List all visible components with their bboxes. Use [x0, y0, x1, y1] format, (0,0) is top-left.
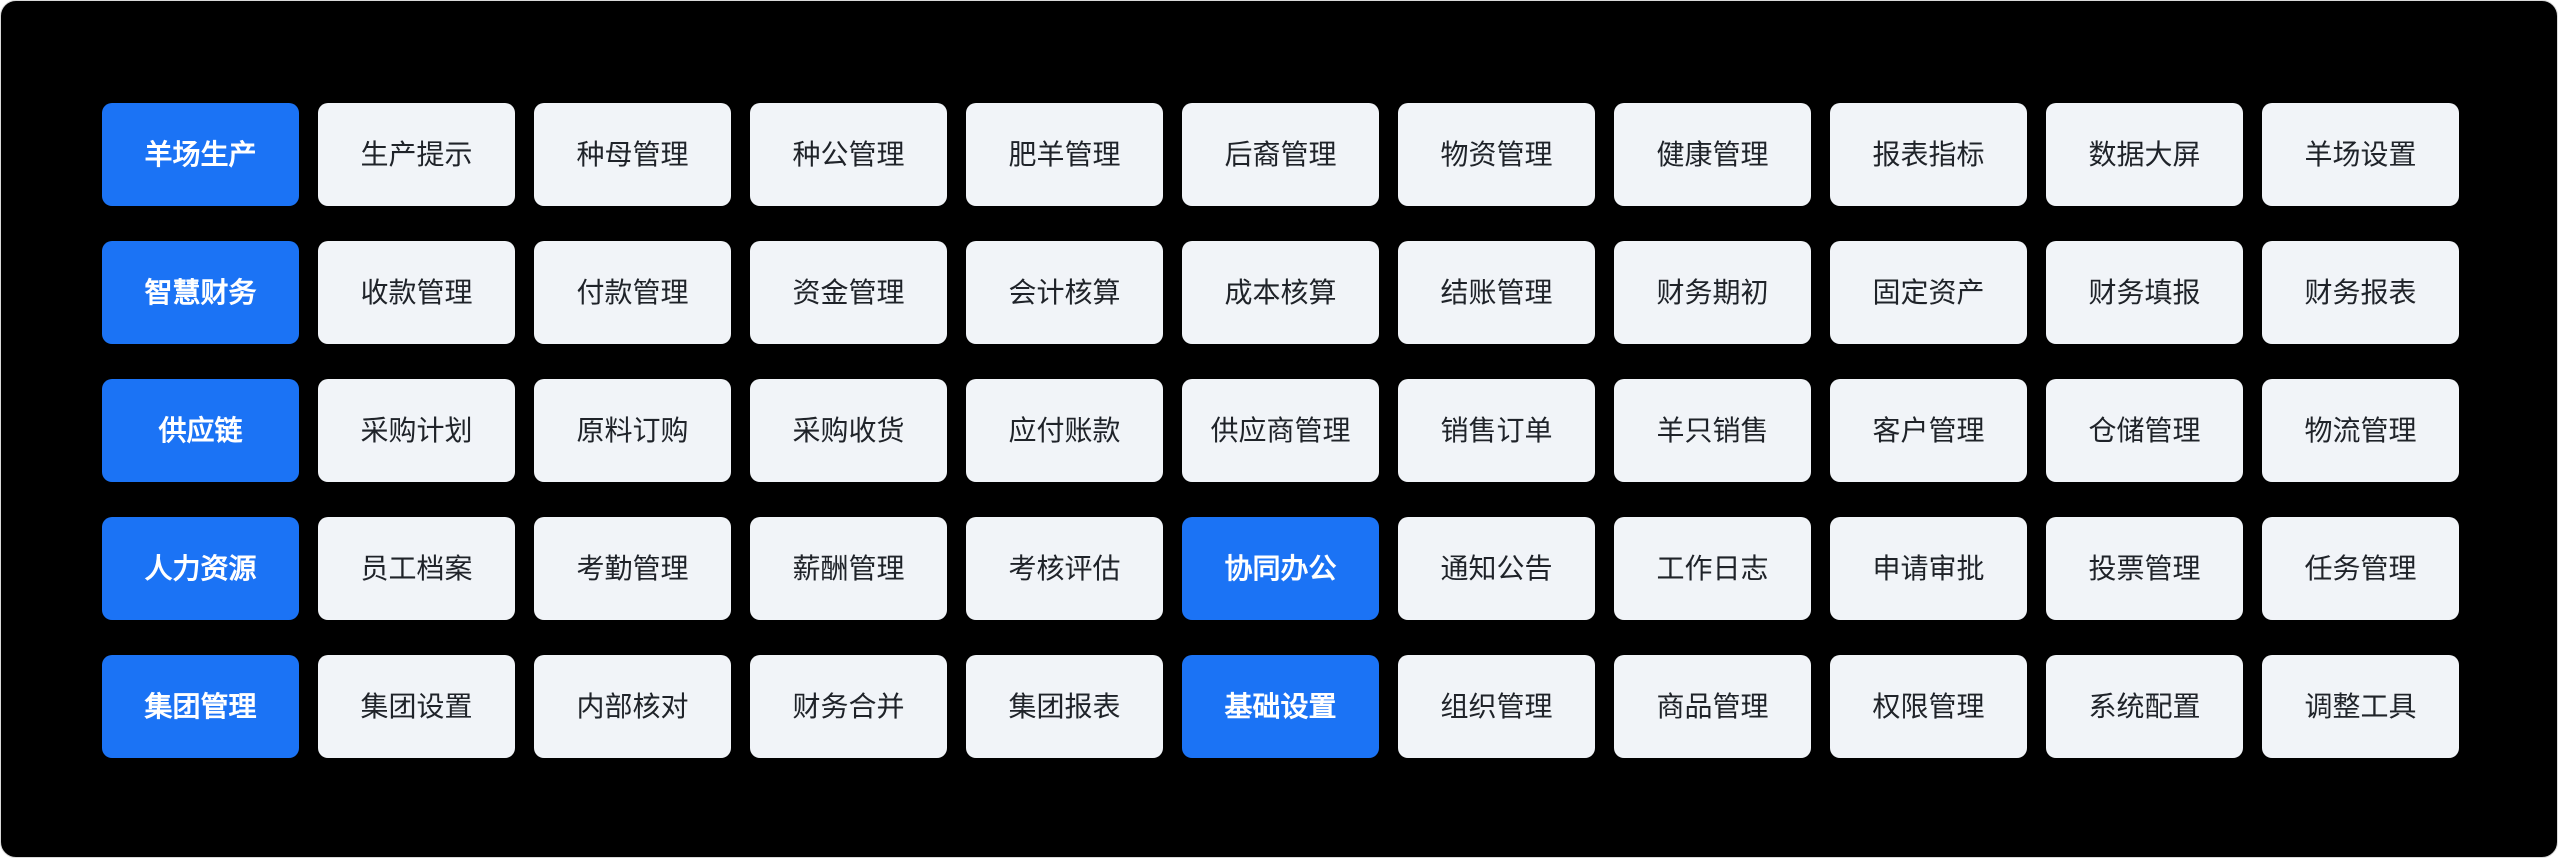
module-tile[interactable]: 薪酬管理 — [750, 517, 947, 620]
module-tile[interactable]: 客户管理 — [1830, 379, 2027, 482]
module-tile[interactable]: 报表指标 — [1830, 103, 2027, 206]
module-tile[interactable]: 数据大屏 — [2046, 103, 2243, 206]
category-tile[interactable]: 人力资源 — [102, 517, 299, 620]
launcher-grid: 羊场生产生产提示种母管理种公管理肥羊管理后裔管理物资管理健康管理报表指标数据大屏… — [102, 103, 2459, 758]
category-tile[interactable]: 集团管理 — [102, 655, 299, 758]
module-tile[interactable]: 考勤管理 — [534, 517, 731, 620]
module-tile[interactable]: 调整工具 — [2262, 655, 2459, 758]
category-tile[interactable]: 智慧财务 — [102, 241, 299, 344]
module-tile[interactable]: 结账管理 — [1398, 241, 1595, 344]
module-tile[interactable]: 收款管理 — [318, 241, 515, 344]
module-tile[interactable]: 财务期初 — [1614, 241, 1811, 344]
module-tile[interactable]: 内部核对 — [534, 655, 731, 758]
category-tile[interactable]: 羊场生产 — [102, 103, 299, 206]
module-tile[interactable]: 财务合并 — [750, 655, 947, 758]
module-tile[interactable]: 任务管理 — [2262, 517, 2459, 620]
module-tile[interactable]: 财务填报 — [2046, 241, 2243, 344]
module-tile[interactable]: 原料订购 — [534, 379, 731, 482]
module-tile[interactable]: 集团报表 — [966, 655, 1163, 758]
module-tile[interactable]: 固定资产 — [1830, 241, 2027, 344]
module-tile[interactable]: 权限管理 — [1830, 655, 2027, 758]
module-tile[interactable]: 考核评估 — [966, 517, 1163, 620]
module-tile[interactable]: 肥羊管理 — [966, 103, 1163, 206]
module-tile[interactable]: 通知公告 — [1398, 517, 1595, 620]
module-tile[interactable]: 羊只销售 — [1614, 379, 1811, 482]
module-tile[interactable]: 仓储管理 — [2046, 379, 2243, 482]
module-tile[interactable]: 成本核算 — [1182, 241, 1379, 344]
module-tile[interactable]: 后裔管理 — [1182, 103, 1379, 206]
module-tile[interactable]: 工作日志 — [1614, 517, 1811, 620]
module-tile[interactable]: 销售订单 — [1398, 379, 1595, 482]
module-tile[interactable]: 会计核算 — [966, 241, 1163, 344]
module-tile[interactable]: 采购计划 — [318, 379, 515, 482]
module-tile[interactable]: 种公管理 — [750, 103, 947, 206]
module-tile[interactable]: 生产提示 — [318, 103, 515, 206]
module-tile[interactable]: 付款管理 — [534, 241, 731, 344]
module-tile[interactable]: 申请审批 — [1830, 517, 2027, 620]
module-tile[interactable]: 健康管理 — [1614, 103, 1811, 206]
category-tile[interactable]: 基础设置 — [1182, 655, 1379, 758]
module-tile[interactable]: 种母管理 — [534, 103, 731, 206]
module-tile[interactable]: 物资管理 — [1398, 103, 1595, 206]
module-tile[interactable]: 组织管理 — [1398, 655, 1595, 758]
module-tile[interactable]: 系统配置 — [2046, 655, 2243, 758]
module-tile[interactable]: 应付账款 — [966, 379, 1163, 482]
module-tile[interactable]: 供应商管理 — [1182, 379, 1379, 482]
module-tile[interactable]: 物流管理 — [2262, 379, 2459, 482]
module-tile[interactable]: 员工档案 — [318, 517, 515, 620]
module-tile[interactable]: 采购收货 — [750, 379, 947, 482]
module-tile[interactable]: 集团设置 — [318, 655, 515, 758]
category-tile[interactable]: 协同办公 — [1182, 517, 1379, 620]
module-tile[interactable]: 财务报表 — [2262, 241, 2459, 344]
module-tile[interactable]: 投票管理 — [2046, 517, 2243, 620]
module-tile[interactable]: 资金管理 — [750, 241, 947, 344]
module-tile[interactable]: 商品管理 — [1614, 655, 1811, 758]
category-tile[interactable]: 供应链 — [102, 379, 299, 482]
module-tile[interactable]: 羊场设置 — [2262, 103, 2459, 206]
